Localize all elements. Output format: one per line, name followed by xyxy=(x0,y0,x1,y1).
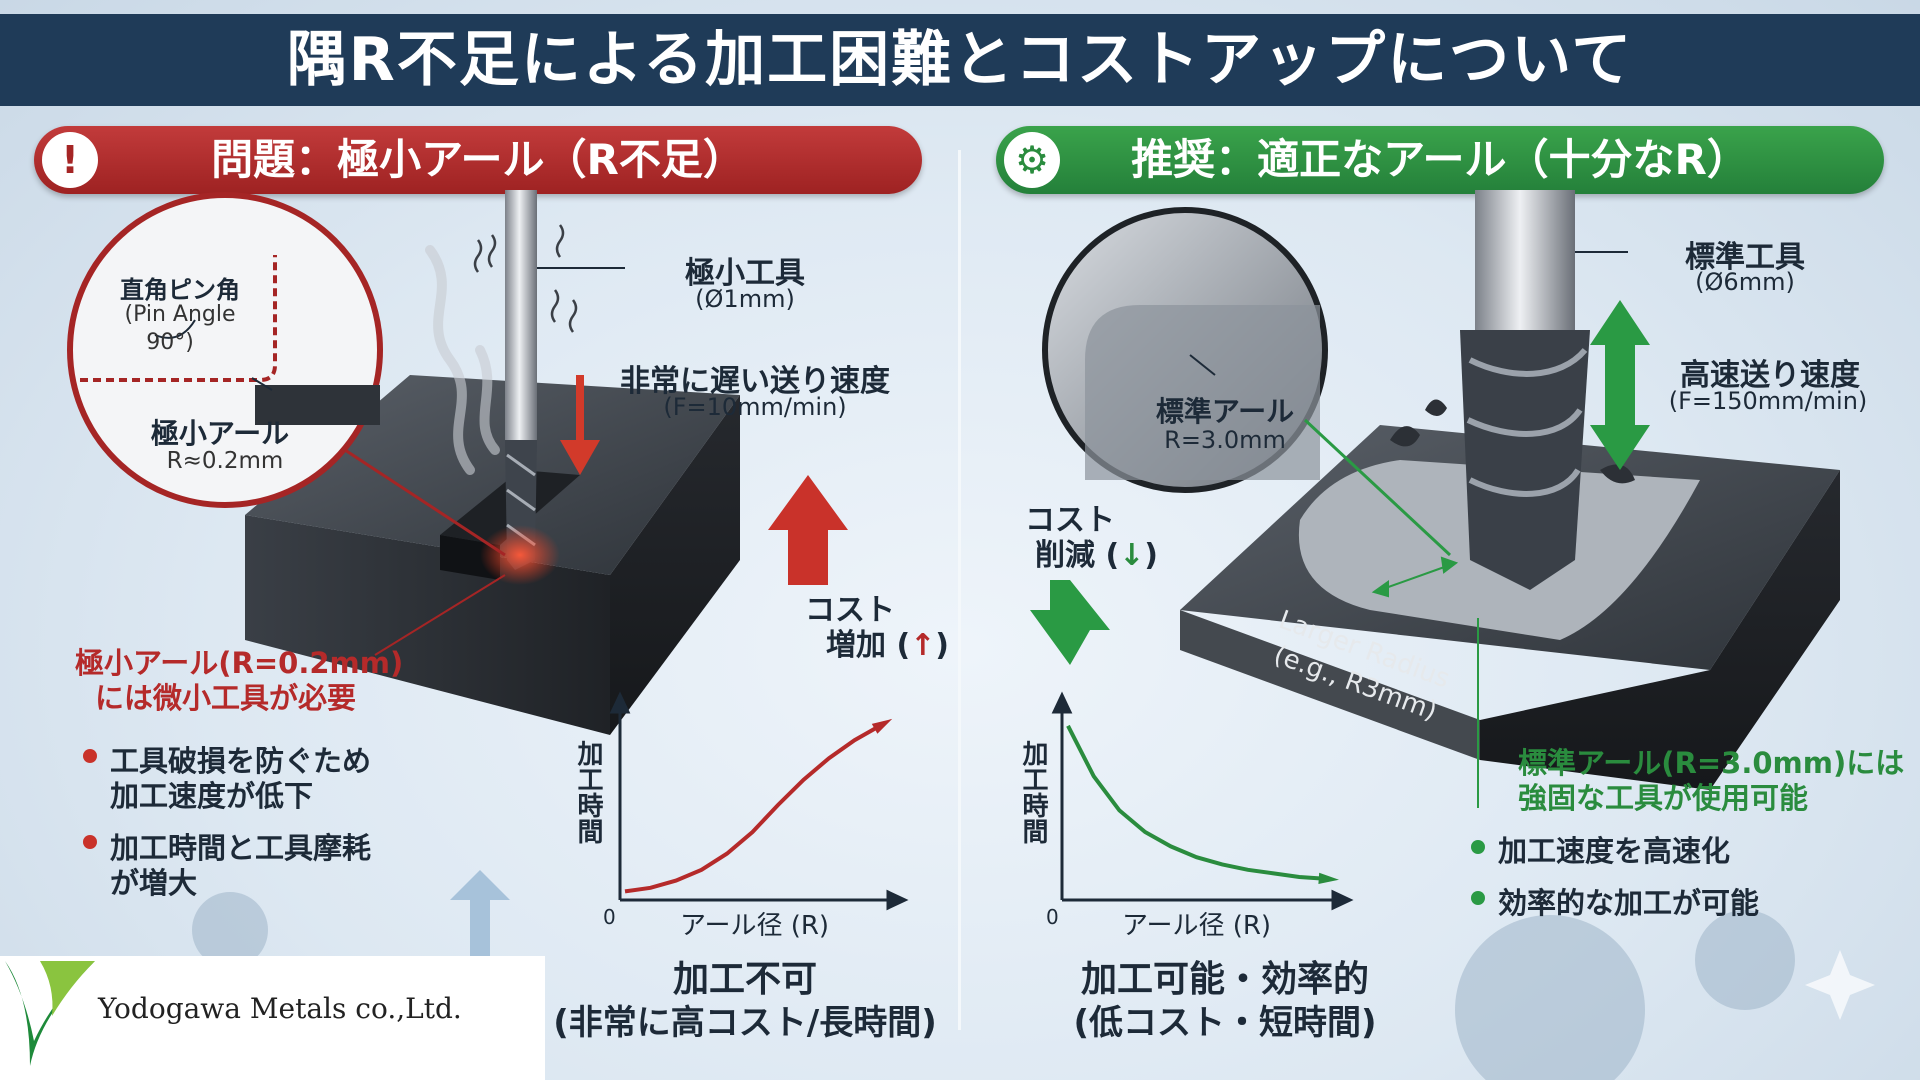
up-arrow-icon: ↑ xyxy=(910,628,936,663)
right-tool-size: (Ø6mm) xyxy=(1695,268,1795,296)
company-logo: Yodogawa Metals co.,Ltd. xyxy=(0,956,545,1080)
radius-dimension-arrow xyxy=(1371,556,1459,598)
right-result-line1: 加工可能・効率的 xyxy=(1080,959,1369,1000)
right-tool-label: 標準工具 xyxy=(1685,240,1805,275)
problem-header-text: 問題：極小アール（R不足） xyxy=(211,135,745,184)
left-callout-line2: には微小工具が必要 xyxy=(95,681,357,715)
cost-down-text: 削減 ( xyxy=(1035,538,1120,573)
right-chart-curve xyxy=(1066,724,1326,881)
high-feed-arrow xyxy=(1590,300,1650,470)
inset-radius-value: R≈0.2mm xyxy=(166,448,284,474)
right-callout-line1: 標準アール(R=3.0mm)には xyxy=(1518,746,1905,780)
center-divider xyxy=(958,150,961,1030)
left-result-line2: (非常に高コスト/長時間) xyxy=(553,1003,937,1043)
inset-radius-label: 極小アール xyxy=(150,417,290,450)
inset-subtitle: (Pin Angle xyxy=(124,302,236,327)
cost-up-line2: 増加 (↑) xyxy=(826,620,949,664)
bullet-dot xyxy=(1471,840,1485,854)
feed-label: 非常に遅い送り速度 xyxy=(620,364,890,399)
right-chart-arrowhead xyxy=(1318,872,1339,884)
cost-down-arrow xyxy=(1030,580,1110,665)
exclamation-icon: ! xyxy=(42,132,98,188)
background-arrow-icon xyxy=(450,870,510,960)
standard-radius-inset xyxy=(1042,207,1328,493)
recommend-header: ⚙ 推奨：適正なアール（十分なR） xyxy=(996,126,1884,194)
right-feed-label: 高速送り速度 xyxy=(1680,358,1860,393)
inset-connector xyxy=(1303,418,1452,557)
cost-down-close: ) xyxy=(1144,538,1159,573)
cost-up-line1: コスト xyxy=(805,593,895,628)
standard-tool xyxy=(1460,190,1590,590)
feed-value: (F=10mm/min) xyxy=(663,393,847,421)
smoke-icon xyxy=(425,245,500,475)
tool-label: 極小工具 xyxy=(685,256,805,291)
inset-connector xyxy=(344,448,506,557)
problem-header: ! 問題：極小アール（R不足） xyxy=(34,126,922,194)
pin-angle-inset xyxy=(67,192,383,508)
leaf-logo-icon xyxy=(5,961,95,1066)
callout-connector xyxy=(374,574,506,656)
recommend-header-text: 推奨：適正なアール（十分なR） xyxy=(1131,135,1749,184)
right-chart-origin: 0 xyxy=(1046,905,1059,929)
right-callout-line2: 強固な工具が使用可能 xyxy=(1518,781,1809,815)
left-bullet-2-line1: 加工時間と工具摩耗 xyxy=(110,831,372,865)
cost-up-text: 増加 ( xyxy=(826,628,911,663)
left-chart-ylabel: 加工時間 xyxy=(573,740,603,844)
tool-size: (Ø1mm) xyxy=(695,285,795,313)
left-result-line1: 加工不可 xyxy=(672,959,817,1000)
bullet-dot xyxy=(83,835,97,849)
micro-tool xyxy=(480,190,560,585)
down-arrow-icon: ↓ xyxy=(1119,538,1145,573)
cost-up-arrow xyxy=(768,475,848,585)
chip-icon xyxy=(1390,399,1635,484)
right-bullet-2: 効率的な加工が可能 xyxy=(1498,886,1760,920)
left-chart-origin: 0 xyxy=(603,905,616,929)
left-bullet-1-line2: 加工速度が低下 xyxy=(110,779,314,813)
right-bullet-1: 加工速度を高速化 xyxy=(1498,834,1731,868)
slow-feed-arrow xyxy=(560,375,600,475)
left-bullet-1-line1: 工具破損を防ぐため xyxy=(110,744,372,778)
left-callout-line1: 極小アール(R=0.2mm) xyxy=(75,646,404,680)
inset-title: 直角ピン角 xyxy=(120,276,240,304)
left-chart-axes xyxy=(609,691,909,911)
left-chart-xlabel: アール径 (R) xyxy=(680,911,830,941)
page-title: 隅R不足による加工困難とコストアップについて xyxy=(0,14,1920,106)
left-chart-arrowhead xyxy=(871,718,893,734)
inset-angle: 90°) xyxy=(146,330,194,355)
bullet-dot xyxy=(83,749,97,763)
right-chart-xlabel: アール径 (R) xyxy=(1122,911,1272,941)
company-name: Yodogawa Metals co.,Ltd. xyxy=(98,992,462,1025)
background-gear-icon xyxy=(192,892,1795,1080)
cost-up-close: ) xyxy=(935,628,950,663)
cost-down-line2: 削減 (↓) xyxy=(1035,530,1158,574)
sparkle-icon xyxy=(1805,950,1875,1020)
right-inset-radius-label: 標準アール xyxy=(1155,395,1295,428)
right-inset-radius-value: R=3.0mm xyxy=(1164,426,1286,454)
right-chart-ylabel: 加工時間 xyxy=(1018,740,1048,844)
heat-wave-icon xyxy=(473,224,578,333)
gear-icon: ⚙ xyxy=(1004,132,1060,188)
bullet-dot xyxy=(1471,891,1485,905)
right-result-line2: (低コスト・短時間) xyxy=(1073,1003,1377,1043)
right-chart-axes xyxy=(1051,691,1354,911)
right-feed-value: (F=150mm/min) xyxy=(1668,387,1868,415)
left-bullet-2-line2: が増大 xyxy=(110,866,198,900)
cost-down-line1: コスト xyxy=(1025,503,1115,538)
left-chart-curve xyxy=(624,724,881,894)
